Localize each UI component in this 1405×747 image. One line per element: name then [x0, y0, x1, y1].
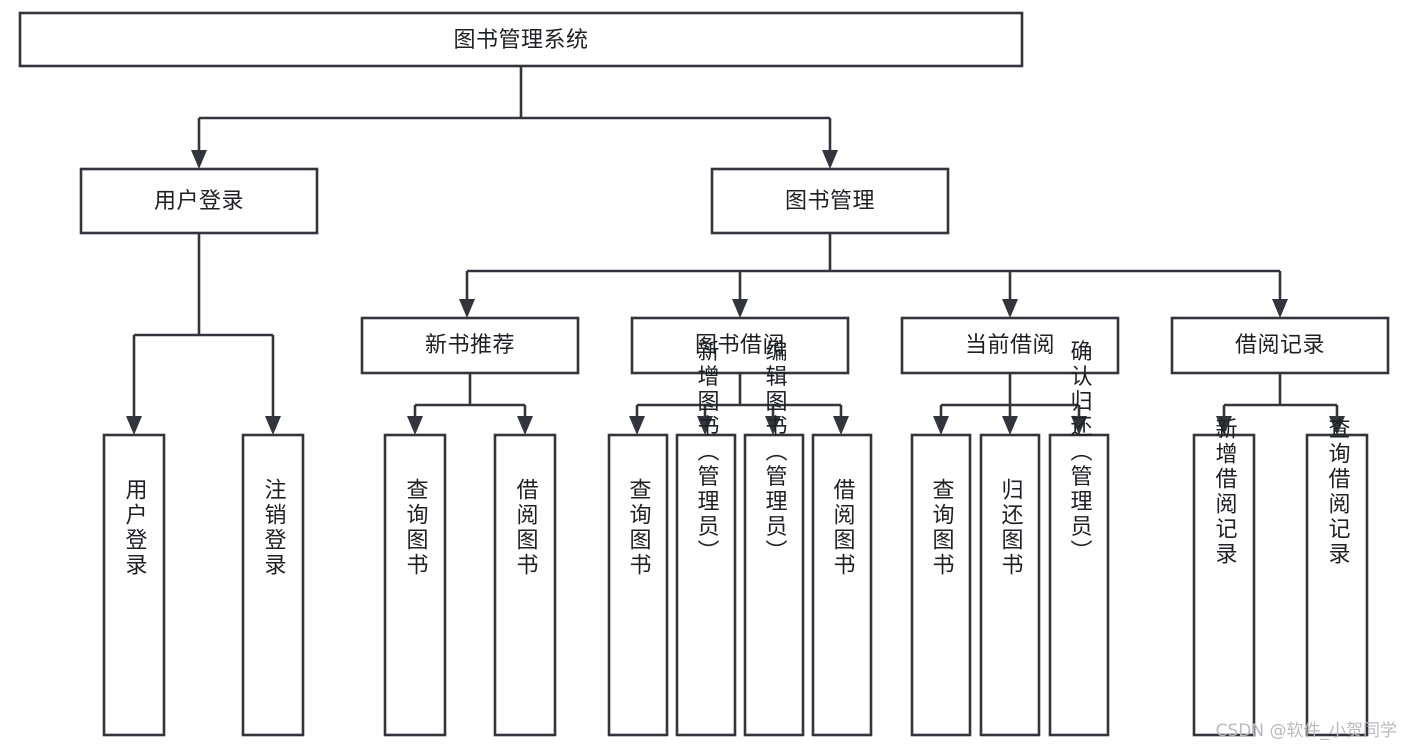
leaf-book-borrow-2[interactable]: 新增图书（管理员） [675, 340, 737, 737]
leaf-new-book-1[interactable]: 查询图书 [383, 433, 447, 737]
connector-group-borrow-record [1216, 373, 1345, 435]
arrow-current-borrow-leaf-2 [1002, 416, 1018, 435]
leaf-borrow-record-1-box[interactable] [1192, 433, 1256, 737]
leaf-user-login-1-label: 用户登录 [122, 478, 148, 578]
leaf-current-borrow-3[interactable]: 确认归还（管理员） [1048, 340, 1110, 737]
connector-group-root [191, 66, 838, 169]
leaf-book-borrow-1-box[interactable] [607, 433, 669, 737]
node-user-login-label: 用户登录 [154, 189, 244, 214]
connector-group-current-borrow [933, 373, 1087, 435]
leaf-user-login-2-box[interactable] [241, 433, 305, 737]
leaf-book-borrow-2-label: 新增图书（管理员） [694, 340, 720, 565]
node-current-borrow[interactable]: 当前借阅 [900, 316, 1120, 375]
connector-group-book-borrow [629, 373, 849, 435]
leaf-user-login-1-box[interactable] [102, 433, 166, 737]
leaf-new-book-2[interactable]: 借阅图书 [493, 433, 557, 737]
leaf-new-book-2-box[interactable] [493, 433, 557, 737]
arrow-current-borrow-leaf-3 [1071, 416, 1087, 435]
leaf-borrow-record-1-label: 新增借阅记录 [1212, 417, 1238, 567]
leaf-book-borrow-4-box[interactable] [811, 433, 873, 737]
node-root-box[interactable] [18, 11, 1024, 68]
leaf-new-book-1-label: 查询图书 [403, 478, 429, 578]
node-new-book-recommend-label: 新书推荐 [425, 333, 515, 358]
leaf-book-borrow-3-box[interactable] [743, 433, 805, 737]
leaf-book-borrow-4[interactable]: 借阅图书 [811, 433, 873, 737]
leaf-current-borrow-3-label: 确认归还（管理员） [1067, 340, 1093, 565]
arrow-book-borrow-leaf-3 [765, 416, 781, 435]
node-user-login[interactable]: 用户登录 [79, 167, 319, 235]
leaf-user-login-1[interactable]: 用户登录 [102, 433, 166, 737]
node-book-borrow-label: 图书借阅 [695, 333, 785, 358]
leaf-book-borrow-2-box[interactable] [675, 433, 737, 737]
node-borrow-record[interactable]: 借阅记录 [1170, 316, 1390, 375]
leaf-new-book-2-label: 借阅图书 [513, 478, 539, 578]
arrow-root-to-user-login [191, 150, 207, 169]
arrow-book-mgmt-to-new-book [459, 299, 475, 318]
leaf-book-borrow-4-label: 借阅图书 [830, 478, 856, 578]
arrow-book-borrow-leaf-2 [697, 416, 713, 435]
arrow-book-mgmt-to-current [1002, 299, 1018, 318]
leaf-book-borrow-1-label: 查询图书 [626, 478, 652, 578]
node-borrow-record-label: 借阅记录 [1235, 333, 1325, 358]
arrow-book-borrow-leaf-4 [833, 416, 849, 435]
leaf-user-login-2[interactable]: 注销登录 [241, 433, 305, 737]
node-current-borrow-box[interactable] [900, 316, 1120, 375]
node-root[interactable]: 图书管理系统 [18, 11, 1024, 68]
connector-group-book-mgmt [459, 233, 1288, 318]
leaf-current-borrow-1[interactable]: 查询图书 [910, 433, 972, 737]
leaf-book-borrow-3-label: 编辑图书（管理员） [762, 340, 788, 565]
connector-group-user-login [126, 233, 281, 435]
arrow-borrow-record-leaf-1 [1216, 416, 1232, 435]
leaf-current-borrow-1-box[interactable] [910, 433, 972, 737]
node-new-book-recommend-box[interactable] [360, 316, 580, 375]
leaf-user-login-2-label: 注销登录 [261, 478, 287, 578]
node-book-borrow[interactable]: 图书借阅 [630, 316, 850, 375]
node-user-login-box[interactable] [79, 167, 319, 235]
arrow-user-login-leaf-2 [265, 416, 281, 435]
leaf-book-borrow-1[interactable]: 查询图书 [607, 433, 669, 737]
arrow-user-login-leaf-1 [126, 416, 142, 435]
arrow-current-borrow-leaf-1 [933, 416, 949, 435]
arrow-new-book-leaf-2 [517, 416, 533, 435]
arrow-root-to-book-mgmt [822, 150, 838, 169]
leaf-borrow-record-1[interactable]: 新增借阅记录 [1192, 417, 1256, 737]
node-borrow-record-box[interactable] [1170, 316, 1390, 375]
leaf-current-borrow-3-box[interactable] [1048, 433, 1110, 737]
node-book-management-box[interactable] [710, 167, 950, 235]
leaf-borrow-record-2-label: 查询借阅记录 [1325, 417, 1351, 567]
node-current-borrow-label: 当前借阅 [965, 333, 1055, 358]
arrow-book-mgmt-to-borrow [732, 299, 748, 318]
connector-group-new-book [407, 373, 533, 435]
leaf-current-borrow-2-label: 归还图书 [998, 478, 1024, 578]
node-root-label: 图书管理系统 [453, 28, 588, 53]
node-book-borrow-box[interactable] [630, 316, 850, 375]
node-book-management[interactable]: 图书管理 [710, 167, 950, 235]
node-new-book-recommend[interactable]: 新书推荐 [360, 316, 580, 375]
node-book-management-label: 图书管理 [785, 189, 875, 214]
leaf-current-borrow-2[interactable]: 归还图书 [979, 433, 1041, 737]
leaf-book-borrow-3[interactable]: 编辑图书（管理员） [743, 340, 805, 737]
leaf-borrow-record-2[interactable]: 查询借阅记录 [1305, 417, 1369, 737]
arrow-book-mgmt-to-record [1272, 299, 1288, 318]
leaf-current-borrow-1-label: 查询图书 [929, 478, 955, 578]
leaf-borrow-record-2-box[interactable] [1305, 433, 1369, 737]
leaf-new-book-1-box[interactable] [383, 433, 447, 737]
arrow-new-book-leaf-1 [407, 416, 423, 435]
arrow-book-borrow-leaf-1 [629, 416, 645, 435]
arrow-borrow-record-leaf-2 [1329, 416, 1345, 435]
leaf-current-borrow-2-box[interactable] [979, 433, 1041, 737]
